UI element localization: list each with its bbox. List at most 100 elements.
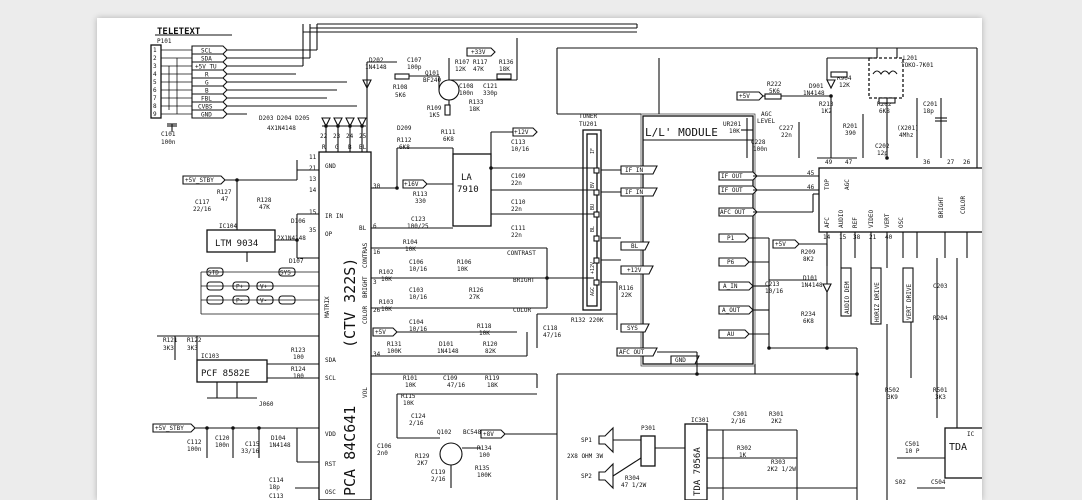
r106-value: 10K: [457, 266, 468, 273]
schematic-drawing: TELETEXT P101 1 2 3 4 5 6 7 8 9 SCL SDA …: [150, 23, 982, 500]
r134-ref: R134: [477, 445, 492, 452]
c301-ref: C301: [733, 411, 748, 418]
c112-value: 100n: [187, 446, 202, 453]
module-port: IF IN: [625, 189, 643, 196]
agc-line1: AGC: [761, 111, 772, 118]
osc-label: OSC: [325, 489, 336, 496]
d101-value: 1N4148: [437, 348, 459, 355]
connector-pin: 5: [153, 79, 157, 86]
schematic-sheet: TELETEXT P101 1 2 3 4 5 6 7 8 9 SCL SDA …: [97, 18, 982, 500]
ic301-ref: IC301: [691, 417, 709, 424]
c121-ref: C121: [483, 83, 498, 90]
plus5stby-label: +5V_STBY: [185, 177, 214, 184]
tuner-pin: BV: [590, 182, 596, 188]
c117-ref: C117: [195, 199, 210, 206]
r501-value: 3K3: [935, 394, 946, 401]
c113-value: 10/16: [511, 146, 529, 153]
r117-ref: R117: [473, 59, 488, 66]
r204-label: R204: [933, 315, 948, 322]
r301-value: 2K2: [771, 418, 782, 425]
tuner-ref: TU201: [579, 121, 597, 128]
ic-pin: 11: [309, 154, 317, 161]
vol-pin-label: VOL: [362, 387, 369, 398]
c501-value: 10 P: [905, 448, 920, 455]
c106-value: 10/16: [409, 266, 427, 273]
ic-frag-label: IC: [967, 431, 975, 438]
r136-ref: R136: [499, 59, 514, 66]
d104-ref: D104: [271, 435, 286, 442]
c124-value: 2/16: [409, 420, 424, 427]
r111-ref: R111: [441, 129, 456, 136]
plus5stby-lower-label: +5V_STBY: [155, 425, 184, 432]
r116-ref: R116: [619, 285, 634, 292]
d107-ref: D107: [289, 258, 304, 265]
ic-pin: 3: [373, 279, 377, 286]
bl-out-label: BL: [359, 225, 367, 232]
r222-ref: R222: [767, 81, 782, 88]
key-label: SYS: [280, 270, 291, 277]
r131-value: 100K: [387, 348, 402, 355]
q101-type: BF240: [423, 77, 441, 84]
signal-label: G: [205, 80, 209, 87]
ic-right-label: VIDEO: [868, 210, 875, 228]
c110-value: 22n: [511, 206, 522, 213]
c201-value: 18p: [923, 108, 934, 115]
c109b-ref: C109: [443, 375, 458, 382]
c114-value: 18p: [269, 484, 280, 491]
r109-ref: R109: [427, 105, 442, 112]
key-label: P+: [236, 284, 244, 291]
drive-outputs: AUDIO DEM HORIZ DRIVE VERT DRIVE: [840, 267, 914, 325]
q101-transistor: [438, 79, 460, 101]
connector-pin: 1: [153, 47, 157, 54]
r133-value: 18K: [469, 106, 480, 113]
rst-label: RST: [325, 461, 336, 468]
ic-right-label: REF: [852, 217, 859, 228]
r234-ref: R234: [801, 311, 816, 318]
la7910-switch-ic: LA 7910: [452, 153, 492, 227]
c117-value: 22/16: [193, 206, 211, 213]
signal-label: +5V_TU: [195, 64, 217, 71]
r123-ref: R123: [291, 347, 306, 354]
c120-value: 100n: [215, 442, 230, 449]
r302-value: 1K: [739, 452, 747, 459]
c121-value: 330p: [483, 90, 498, 97]
signal-label: SDA: [201, 56, 212, 63]
r904-value: 12K: [839, 82, 850, 89]
ic-right-pin: 40: [885, 234, 893, 241]
module-title: L/L' MODULE: [645, 126, 718, 139]
signal-label: B: [205, 88, 209, 95]
r213-ref: R213: [819, 101, 834, 108]
r133-ref: R133: [469, 99, 484, 106]
module-port: P6: [727, 259, 735, 266]
r101-value: 10K: [405, 382, 416, 389]
tuner-pin: +12V: [590, 262, 596, 274]
c501-ref: C501: [905, 441, 920, 448]
gnd-label: GND: [325, 163, 336, 170]
op-label: OP: [325, 231, 333, 238]
ic103-eeprom: IC103 PCF 8582E: [196, 353, 268, 383]
c107-value: 100p: [407, 64, 422, 71]
d901-value: 1N4148: [803, 90, 825, 97]
l201-ref: L201: [903, 55, 918, 62]
r135-value: 100K: [477, 472, 492, 479]
r501-ref: R501: [933, 387, 948, 394]
vdd-label: VDD: [325, 431, 336, 438]
d202-label: D202: [369, 57, 384, 64]
c113b-ref: C113: [269, 493, 284, 500]
c228-ref: C228: [751, 139, 766, 146]
connector-pin: 9: [153, 111, 157, 118]
c103-ref: C103: [409, 287, 424, 294]
bright-label: BRIGHT: [513, 277, 535, 284]
r119-ref: R119: [485, 375, 500, 382]
r129-value: 2K7: [417, 460, 428, 467]
key-label: STD: [208, 270, 219, 277]
ic-pin: 26: [373, 307, 381, 314]
scl-label: SCL: [325, 375, 336, 382]
q102-transistor: [439, 442, 463, 466]
module-left-ports: IF IN IF IN BL +12V SYS AFC OUT: [616, 165, 658, 357]
c203-label: C203: [933, 283, 948, 290]
drive-label: HORIZ DRIVE: [874, 282, 881, 322]
tuner-pin: AGC: [590, 287, 596, 296]
la7910-line2: 7910: [457, 185, 479, 195]
c106-ref: C106: [409, 259, 424, 266]
